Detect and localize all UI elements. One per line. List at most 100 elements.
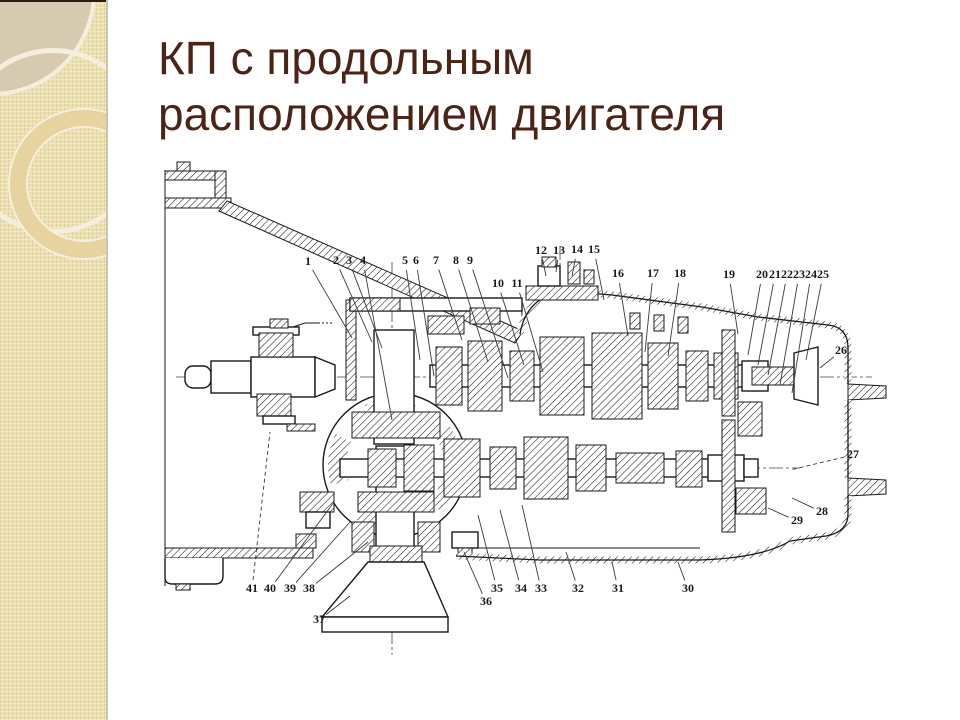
callout-label-16: 16 [612,266,624,280]
callout-leader-41 [252,431,271,581]
breather [541,256,557,268]
title-line-1: КП с продольным [158,32,534,84]
callout-leader-32 [565,551,576,581]
callout-leader-10 [500,292,525,366]
callout-label-12: 12 [535,243,547,257]
output-spline [751,366,795,386]
callout-label-18: 18 [674,266,686,280]
callout-leader-28 [791,497,815,509]
callout-label-3: 3 [346,253,352,267]
callout-label-28: 28 [816,504,828,518]
callout-label-33: 33 [535,581,547,595]
callout-leader-18 [667,282,680,357]
callout-leader-22 [767,283,786,376]
callout-label-19: 19 [723,267,735,281]
callout-leader-25 [805,283,822,361]
callout-leader-17 [644,282,653,353]
input-shaft [184,318,336,432]
callout-leader-37 [325,595,351,615]
callout-label-13: 13 [553,243,565,257]
left-decor-strip [0,0,108,720]
callout-label-41: 41 [246,581,258,595]
callout-label-20: 20 [756,267,768,281]
callout-label-27: 27 [847,447,859,461]
main-shaft [429,332,819,420]
callout-leader-15 [595,258,605,301]
callout-label-9: 9 [467,253,473,267]
mount-lug-lower [847,477,887,497]
callout-leader-9 [472,269,509,379]
callout-label-39: 39 [284,581,296,595]
callout-leader-6 [416,269,435,377]
callout-label-35: 35 [491,581,503,595]
callout-leader-21 [757,283,774,366]
decor-top-line [0,0,106,2]
callout-label-23: 23 [793,267,805,281]
callout-leader-19 [729,283,739,335]
callout-label-34: 34 [515,581,527,595]
input-bearing-upper [258,332,294,358]
callout-leader-3 [351,269,383,349]
callout-leader-31 [611,561,617,581]
callout-leader-20 [747,283,761,356]
callout-leader-24 [791,283,811,394]
callout-leader-4 [364,269,393,421]
callout-leader-30 [677,561,686,581]
callout-leader-7 [438,269,463,341]
callout-label-21: 21 [769,267,781,281]
callout-label-30: 30 [682,581,694,595]
callout-leader-33 [521,504,540,581]
callout-label-36: 36 [480,594,492,608]
callout-label-25: 25 [817,267,829,281]
callout-label-17: 17 [647,266,659,280]
countershaft-bearing [675,450,703,488]
callout-label-6: 6 [413,253,419,267]
callout-label-8: 8 [453,253,459,267]
callout-label-14: 14 [571,242,583,256]
callout-leader-13 [555,259,559,273]
callout-leader-16 [618,282,629,337]
callout-leader-39 [295,521,351,583]
top-cover [525,285,599,301]
callout-label-38: 38 [303,581,315,595]
callout-leader-27 [789,456,845,471]
callout-leader-26 [819,356,835,369]
callout-label-24: 24 [805,267,817,281]
callout-label-11: 11 [511,276,522,290]
callout-label-15: 15 [588,242,600,256]
callout-label-31: 31 [612,581,624,595]
callout-leader-14 [571,258,576,277]
housing-shell [455,256,887,564]
callout-leader-34 [499,509,520,581]
output-coupling [793,346,819,406]
callout-leader-1 [312,269,353,339]
callout-leader-8 [458,269,489,363]
callout-leader-35 [477,514,496,581]
output-bell [320,561,450,618]
mount-lug-upper [847,383,887,401]
callout-leader-12 [542,259,547,277]
callout-leader-40 [274,501,335,583]
callout-label-7: 7 [433,253,439,267]
callout-label-5: 5 [402,253,408,267]
callout-leader-29 [767,507,789,518]
title-line-2: расположением двигателя [158,88,726,140]
callout-leader-38 [315,541,369,584]
callout-label-40: 40 [264,581,276,595]
callout-label-29: 29 [791,513,803,527]
input-bearing-lower [256,393,292,417]
output-flange-plate [321,616,449,633]
callout-label-37: 37 [313,612,325,626]
countershaft [339,436,759,559]
callout-label-1: 1 [305,254,311,268]
callout-label-4: 4 [360,253,366,267]
front-wall [345,297,523,401]
callout-leader-36 [463,551,483,594]
callout-label-10: 10 [492,276,504,290]
bevel-gear-upper [351,411,441,439]
callout-leader-5 [405,269,421,361]
callout-leader-11 [519,292,544,373]
